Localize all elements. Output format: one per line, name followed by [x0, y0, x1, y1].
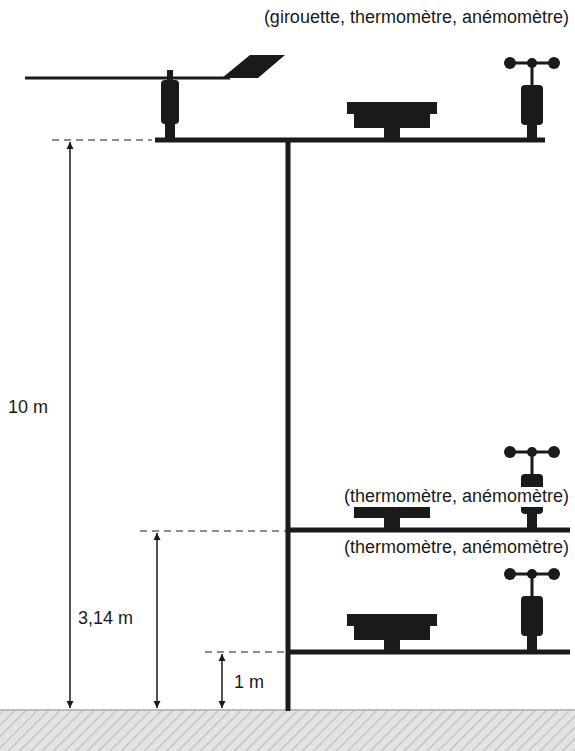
- instrument-list: (girouette, thermomètre, anémomètre): [262, 8, 571, 28]
- anemometer: [504, 568, 560, 650]
- dimension-arrows: [70, 142, 222, 708]
- instrument-list: (thermomètre, anémomètre): [342, 538, 571, 558]
- bottom-arm: [288, 650, 570, 655]
- thermometer-shelter: [347, 102, 437, 138]
- dimension-label: 1 m: [232, 673, 266, 693]
- dimension-label: 10 m: [6, 398, 50, 418]
- middle-arm: [288, 528, 570, 533]
- dimension-label: 3,14 m: [76, 609, 135, 629]
- wind-vane: [25, 55, 285, 138]
- mast: [286, 140, 291, 711]
- instrument-list: (thermomètre, anémomètre): [342, 487, 571, 507]
- thermometer-shelter: [347, 614, 437, 650]
- top-arm: [155, 138, 545, 143]
- ground: [0, 710, 575, 751]
- anemometer: [504, 57, 560, 139]
- extension-lines: [52, 140, 286, 652]
